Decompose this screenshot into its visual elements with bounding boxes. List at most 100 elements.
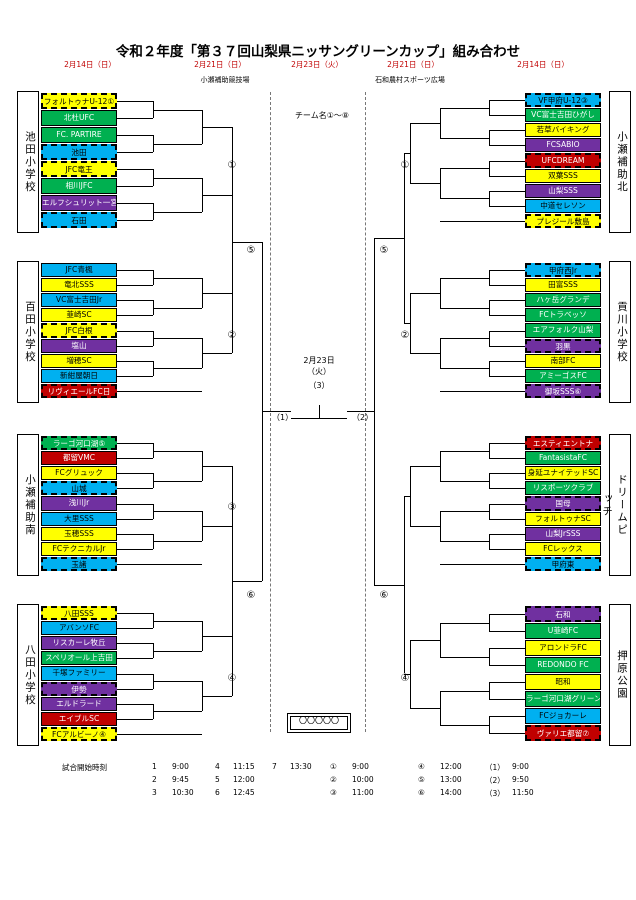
bracket-line: [117, 375, 153, 377]
bracket-line: [440, 107, 441, 138]
bracket-line: [117, 488, 153, 490]
final-match-number: （3）: [308, 381, 330, 390]
bracket-line: [117, 220, 153, 221]
round-label: ④: [227, 673, 237, 684]
bracket-line: [440, 137, 489, 139]
bracket-line: [440, 622, 441, 657]
group-label-left-2: 小瀬補助南: [17, 434, 39, 576]
schedule-cell: 13:00: [440, 775, 462, 784]
team-box: JFC青楓: [41, 263, 117, 278]
bracket-line: [489, 375, 525, 377]
team-box: エアフォルク山梨: [525, 323, 601, 338]
bracket-line: [232, 580, 262, 582]
bracket-line: [440, 307, 489, 309]
bracket-line: [117, 270, 153, 272]
champion-label: 〇〇〇〇〇: [299, 716, 339, 725]
bracket-line: [489, 205, 525, 207]
team-box: リスカーレ牧丘: [41, 636, 117, 651]
team-box: ヴァリエ都留⑦: [525, 725, 601, 741]
team-box: 八田SSS: [41, 606, 117, 621]
schedule-cell: 7: [272, 762, 277, 771]
bracket-line: [489, 100, 490, 116]
team-box: 伊勢: [41, 681, 117, 696]
bracket-line: [153, 277, 202, 279]
bracket-line: [440, 168, 489, 170]
bracket-line: [440, 198, 489, 200]
bracket-line: [440, 690, 441, 725]
date-col-5: 2月14日（日）: [517, 60, 569, 69]
team-box: 昭和: [525, 674, 601, 690]
bracket-line: [153, 307, 202, 309]
bracket-line: [489, 473, 525, 475]
schedule-cell: ④: [418, 762, 425, 771]
bracket-line: [153, 270, 154, 286]
team-box: FCジョカーレ: [525, 708, 601, 724]
bracket-line: [117, 285, 153, 287]
round-label: ④: [400, 673, 410, 684]
round-label: ⑤: [246, 245, 256, 256]
schedule-cell: 11:00: [352, 788, 374, 797]
bracket-line: [489, 145, 525, 147]
page-title: 令和２年度「第３７回山梨県ニッサングリーンカップ」組み合わせ: [115, 44, 521, 60]
bracket-line: [117, 118, 153, 119]
team-box: FCSABIO: [525, 138, 601, 153]
team-box: REDONDO FC: [525, 657, 601, 673]
team-box: 石田: [41, 212, 117, 228]
team-box: エルドラード: [41, 696, 117, 711]
bracket-line: [489, 190, 525, 192]
schedule-cell: 13:30: [290, 762, 312, 771]
bracket-line: [117, 703, 153, 705]
team-box: 甲府東: [525, 556, 601, 571]
team-note: チーム名①～⑧: [294, 111, 350, 120]
team-box: 山梨SSS: [525, 183, 601, 198]
bracket-line: [489, 733, 525, 734]
bracket-line: [489, 716, 525, 717]
schedule-cell: 1: [152, 762, 157, 771]
schedule-cell: 2: [152, 775, 157, 784]
bracket-line: [117, 533, 153, 535]
bracket-line: [153, 650, 202, 652]
bracket-line: [153, 109, 202, 111]
bracket-line: [410, 639, 411, 708]
bracket-line: [404, 495, 405, 674]
bracket-line: [489, 503, 490, 519]
team-box: 竜北SSS: [41, 278, 117, 293]
bracket-line: [440, 541, 489, 543]
bracket-line: [374, 584, 404, 586]
group-label-right-0: 小瀬補助北: [609, 91, 631, 233]
group-label-text: 小瀬補助南: [24, 473, 36, 537]
team-box: VC富士吉田ひがし: [525, 108, 601, 123]
bracket-line: [117, 152, 153, 153]
final-day: （火）: [307, 367, 331, 376]
team-box: 韮崎SC: [41, 308, 117, 323]
bracket-line: [117, 135, 153, 136]
bracket-line: [153, 450, 202, 452]
schedule-cell: 11:15: [233, 762, 255, 771]
bracket-line: [404, 152, 405, 323]
bracket-line: [153, 338, 202, 340]
bracket-line: [410, 353, 440, 355]
bracket-line: [410, 122, 440, 124]
group-label-text: 百田小学校: [24, 300, 36, 364]
team-box: 都留VMC: [41, 451, 117, 466]
bracket-line: [153, 211, 202, 213]
team-box: ラーゴ河口湖グリーン: [525, 691, 601, 707]
team-box: 甲府西Jr: [525, 263, 601, 278]
bracket-line: [489, 458, 525, 460]
schedule-cell: 11:50: [512, 788, 534, 797]
schedule-cell: （1）: [485, 763, 505, 772]
bracket-line: [404, 152, 410, 154]
bracket-line: [153, 711, 202, 713]
schedule-cell: 4: [215, 762, 220, 771]
bracket-line: [117, 390, 202, 392]
bracket-line: [489, 270, 490, 286]
bracket-line: [202, 292, 232, 294]
bracket-line: [489, 682, 525, 683]
group-label-text: 小瀬補助北: [616, 130, 628, 194]
bracket-line: [410, 292, 411, 354]
bracket-line: [489, 330, 525, 332]
bracket-line: [117, 186, 153, 187]
schedule-cell: 12:00: [440, 762, 462, 771]
date-col-4: 2月21日（日）: [387, 60, 439, 69]
team-box: 新紺屋朝日: [41, 368, 117, 383]
